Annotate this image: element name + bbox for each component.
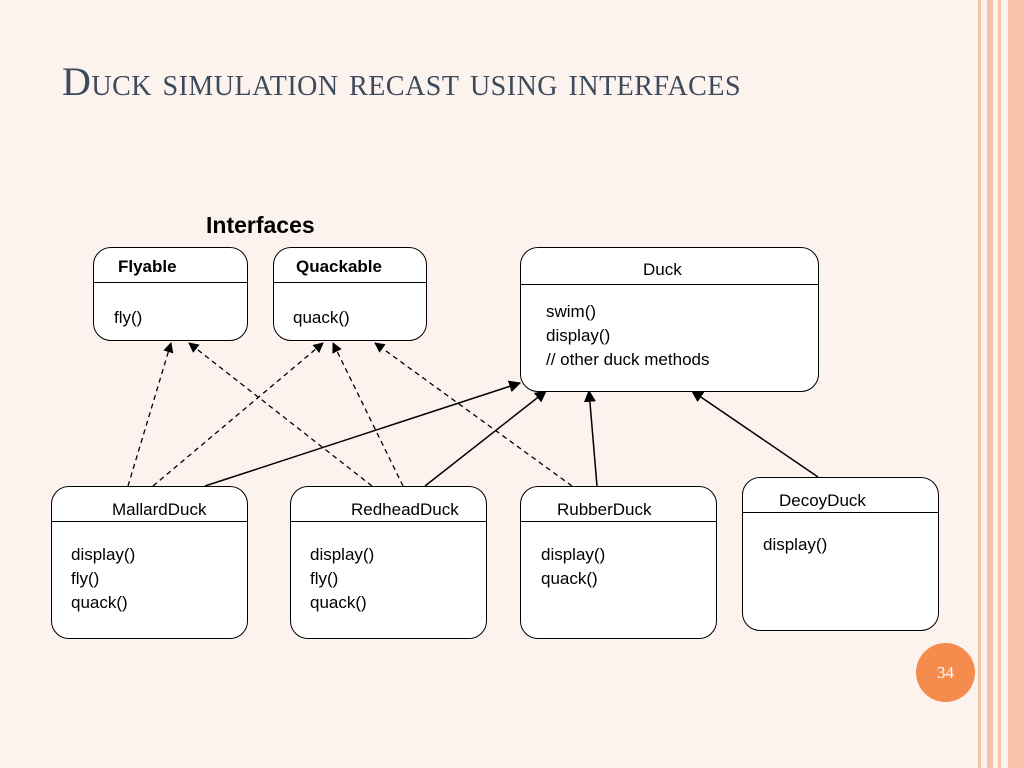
method-other: // other duck methods [546, 350, 710, 369]
rubberduck-header: RubberDuck [521, 487, 716, 522]
decoyduck-name: DecoyDuck [779, 491, 866, 510]
redheadduck-class-box: RedheadDuck display() fly() quack() [290, 486, 487, 639]
quackable-name: Quackable [296, 257, 382, 276]
flyable-methods: fly() [114, 306, 142, 330]
decoyduck-methods: display() [763, 533, 827, 557]
flyable-header: Flyable [94, 248, 247, 283]
method-display: display() [541, 545, 606, 564]
method-swim: swim() [546, 302, 597, 321]
page-number-badge: 34 [916, 643, 975, 702]
method-display: display() [763, 535, 828, 554]
rubber-extends-duck-arrow [583, 389, 598, 487]
duck-methods: swim() display() // other duck methods [546, 300, 709, 372]
mallard-extends-duck-arrow [204, 380, 522, 487]
decoy-extends-duck-arrow [691, 390, 819, 478]
flyable-interface-box: Flyable fly() [93, 247, 248, 341]
method-quack: quack() [541, 569, 598, 588]
method-quack: quack() [71, 593, 128, 612]
method-fly: fly() [310, 569, 339, 588]
rubberduck-name: RubberDuck [557, 500, 652, 519]
method-fly: fly() [114, 308, 143, 327]
slide-title: Duck simulation recast using interfaces [62, 59, 742, 104]
method-display: display() [310, 545, 375, 564]
redheadduck-methods: display() fly() quack() [310, 543, 374, 615]
mallard-implements-flyable-arrow [127, 342, 174, 487]
duck-header: Duck [521, 248, 818, 285]
method-quack: quack() [293, 308, 350, 327]
mallard-implements-quackable-arrow [152, 342, 324, 487]
rubberduck-methods: display() quack() [541, 543, 605, 591]
redhead-extends-duck-arrow [424, 390, 547, 487]
redheadduck-name: RedheadDuck [351, 500, 459, 519]
flyable-name: Flyable [118, 257, 177, 276]
mallardduck-methods: display() fly() quack() [71, 543, 135, 615]
method-display: display() [546, 326, 611, 345]
quackable-interface-box: Quackable quack() [273, 247, 427, 341]
mallardduck-name: MallardDuck [112, 500, 207, 519]
rubber-implements-quackable-arrow [374, 342, 573, 487]
redhead-implements-flyable-arrow [188, 342, 373, 487]
interfaces-label: Interfaces [206, 212, 315, 238]
decoyduck-header: DecoyDuck [743, 478, 938, 513]
redheadduck-header: RedheadDuck [291, 487, 486, 522]
method-display: display() [71, 545, 136, 564]
redhead-implements-quackable-arrow [332, 342, 404, 487]
rubberduck-class-box: RubberDuck display() quack() [520, 486, 717, 639]
duck-class-box: Duck swim() display() // other duck meth… [520, 247, 819, 392]
decorative-stripes [978, 0, 1024, 768]
decoyduck-class-box: DecoyDuck display() [742, 477, 939, 631]
quackable-header: Quackable [274, 248, 426, 283]
mallardduck-class-box: MallardDuck display() fly() quack() [51, 486, 248, 639]
quackable-methods: quack() [293, 306, 350, 330]
method-quack: quack() [310, 593, 367, 612]
duck-name: Duck [643, 260, 682, 279]
method-fly: fly() [71, 569, 100, 588]
mallardduck-header: MallardDuck [52, 487, 247, 522]
